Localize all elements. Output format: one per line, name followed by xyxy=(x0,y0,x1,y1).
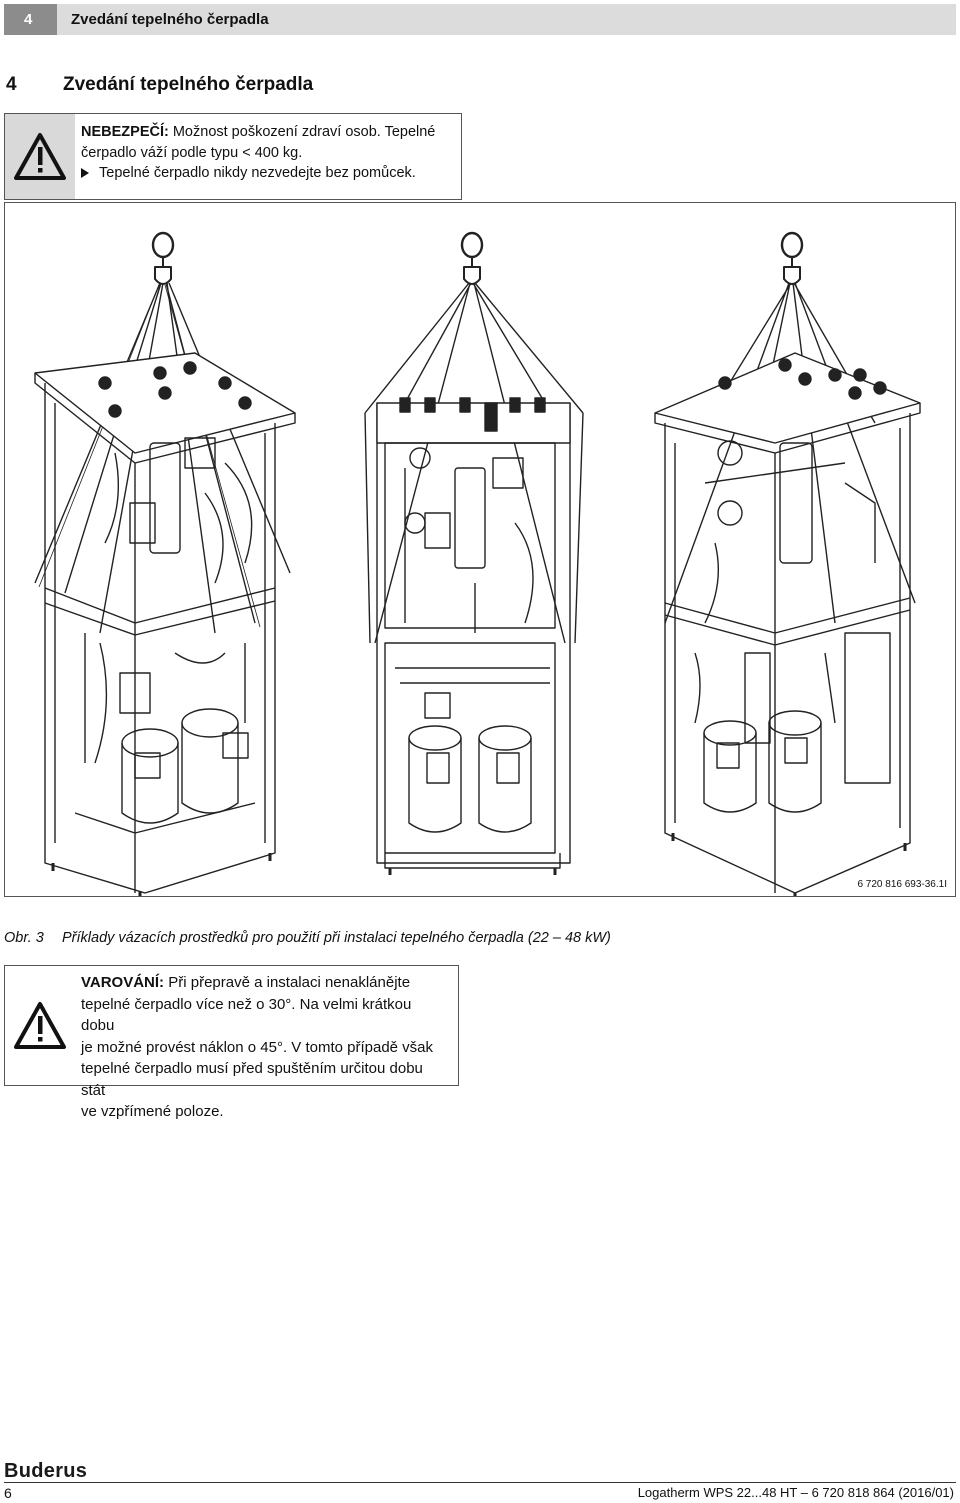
warning-triangle-icon xyxy=(14,1001,66,1049)
page-header: 4 Zvedání tepelného čerpadla xyxy=(4,4,956,35)
heat-pump-unit-2 xyxy=(364,231,584,875)
section-title-text: Zvedání tepelného čerpadla xyxy=(63,74,314,95)
danger-notice: NEBEZPEČÍ: Možnost poškození zdraví osob… xyxy=(4,113,462,200)
figure-caption-label: Obr. 3 xyxy=(4,930,44,946)
warning-text: VAROVÁNÍ: Při přepravě a instalaci nenak… xyxy=(75,966,458,1120)
danger-icon-column xyxy=(5,114,75,199)
danger-bullet: Tepelné čerpadlo nikdy nezvedejte bez po… xyxy=(81,163,451,184)
warning-text-line-5: ve vzpřímené poloze. xyxy=(81,1103,224,1120)
figure-code: 6 720 816 693-36.1I xyxy=(857,879,947,890)
warning-notice: VAROVÁNÍ: Při přepravě a instalaci nenak… xyxy=(4,965,459,1120)
heat-pump-lifting-illustration xyxy=(34,231,921,896)
section-number: 4 xyxy=(6,74,17,95)
warning-label: VAROVÁNÍ: xyxy=(81,974,165,991)
footer-document-id: Logatherm WPS 22...48 HT – 6 720 818 864… xyxy=(637,1485,954,1500)
figure-lifting-examples: 6 720 816 693-36.1I xyxy=(4,202,956,897)
warning-text-line-4: tepelné čerpadlo musí před spuštěním urč… xyxy=(81,1060,423,1099)
figure-caption-text: Příklady vázacích prostředků pro použití… xyxy=(62,930,611,946)
header-chapter-number: 4 xyxy=(4,4,57,35)
heat-pump-unit-1 xyxy=(34,231,296,896)
triangle-bullet-icon xyxy=(81,168,89,178)
figure-caption: Obr. 3 Příklady vázacích prostředků pro … xyxy=(4,930,611,946)
warning-text-line-1: Při přepravě a instalaci nenaklánějte xyxy=(164,974,411,991)
heat-pump-unit-3 xyxy=(654,231,921,896)
warning-text-line-3: je možné provést náklon o 45°. V tomto p… xyxy=(81,1038,434,1056)
danger-text-line-2: čerpadlo váží podle typu < 400 kg. xyxy=(81,144,303,161)
header-chapter-title: Zvedání tepelného čerpadla xyxy=(57,4,956,35)
warning-triangle-icon xyxy=(14,132,66,180)
buderus-logo: Buderus xyxy=(4,1460,88,1482)
footer-divider xyxy=(4,1482,956,1483)
danger-text-line-1: Možnost poškození zdraví osob. Tepelné xyxy=(168,124,436,140)
warning-icon-column xyxy=(5,966,75,1085)
danger-label: NEBEZPEČÍ: xyxy=(81,124,169,140)
danger-text: NEBEZPEČÍ: Možnost poškození zdraví osob… xyxy=(75,114,461,199)
section-title: 4 Zvedání tepelného čerpadla xyxy=(6,74,313,96)
page-number: 6 xyxy=(4,1485,12,1501)
danger-bullet-text: Tepelné čerpadlo nikdy nezvedejte bez po… xyxy=(99,165,416,181)
warning-text-line-2: tepelné čerpadlo více než o 30°. Na velm… xyxy=(81,995,412,1035)
